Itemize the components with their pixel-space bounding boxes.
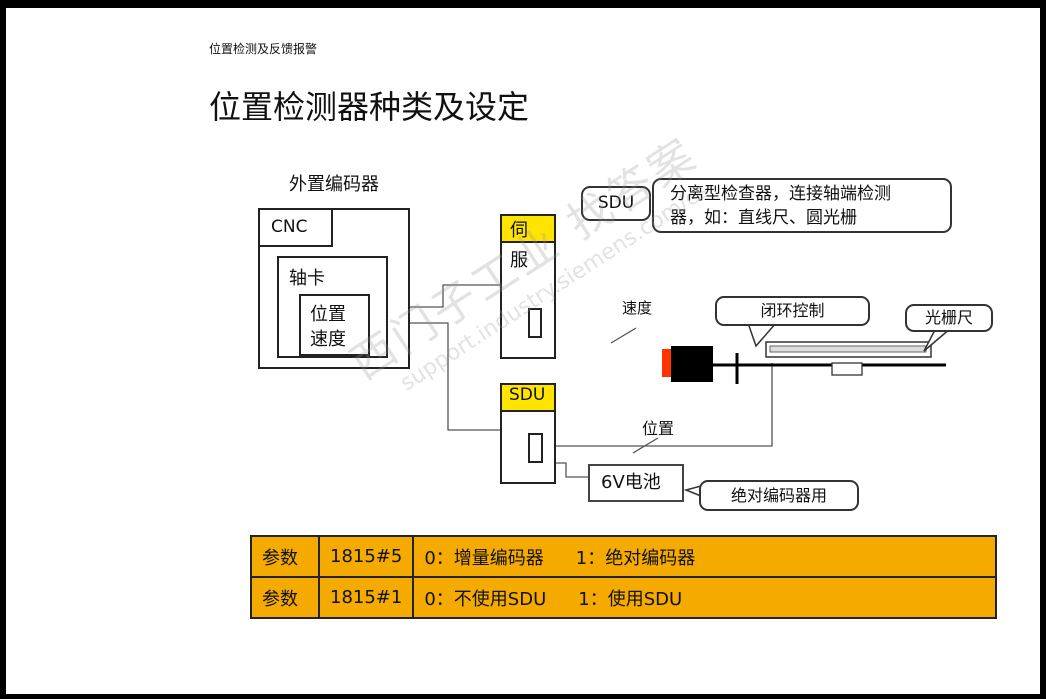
param-code: 1815#1 <box>317 576 415 619</box>
sdu-desc-2: 器，如：直线尺、圆光栅 <box>670 208 857 228</box>
option-1: 1：使用SDU <box>578 588 683 610</box>
connection-lines <box>389 284 952 497</box>
table-row: 参数 1815#5 0：增量编码器 1：绝对编码器 <box>250 535 997 578</box>
grating-callout: 光栅尺 <box>905 304 993 332</box>
motor-icon <box>662 346 946 384</box>
param-label: 参数 <box>250 535 320 578</box>
sdu-key: SDU <box>581 186 651 221</box>
param-code: 1815#5 <box>317 535 415 578</box>
section-label: 位置检测及反馈报警 <box>209 42 318 56</box>
option-0: 0：不使用SDU <box>424 588 547 610</box>
servo-box: 伺 服 <box>500 214 556 359</box>
sdu-box: SDU <box>500 383 556 484</box>
pos-label: 位置 <box>310 304 346 325</box>
servo-bottom-label: 服 <box>510 250 528 271</box>
table-row: 参数 1815#1 0：不使用SDU 1：使用SDU <box>250 576 997 619</box>
battery-box: 6V电池 <box>588 464 684 502</box>
sdu-label: SDU <box>502 385 554 412</box>
slide: 位置检测及反馈报警 位置检测器种类及设定 外置编码器 CNC 轴卡 位置 速度 … <box>6 8 1040 694</box>
grating-scale-icon <box>765 341 932 358</box>
servo-top-label: 伺 <box>502 216 554 243</box>
position-label: 位置 <box>642 419 675 438</box>
cnc-box: CNC 轴卡 位置 速度 <box>258 208 410 369</box>
parameter-table: 参数 1815#5 0：增量编码器 1：绝对编码器 参数 1815#1 0：不使用… <box>250 535 997 619</box>
page-title: 位置检测器种类及设定 <box>209 88 530 126</box>
axis-card-box: 轴卡 位置 速度 <box>277 256 388 358</box>
spd-label: 速度 <box>310 329 346 350</box>
sdu-desc-1: 分离型检查器，连接轴端检测 <box>670 184 891 204</box>
closed-loop-callout: 闭环控制 <box>715 296 870 326</box>
external-encoder-label: 外置编码器 <box>289 174 379 195</box>
sdu-callout: 分离型检查器，连接轴端检测 器，如：直线尺、圆光栅 <box>652 178 952 233</box>
battery-note: 绝对编码器用 <box>699 480 859 511</box>
axis-card-label: 轴卡 <box>289 268 325 289</box>
option-1: 1：绝对编码器 <box>575 547 696 569</box>
param-label: 参数 <box>250 576 320 619</box>
speed-label: 速度 <box>622 299 653 317</box>
option-0: 0：增量编码器 <box>424 547 544 569</box>
cnc-label: CNC <box>271 217 308 237</box>
pos-speed-box: 位置 速度 <box>299 294 370 356</box>
